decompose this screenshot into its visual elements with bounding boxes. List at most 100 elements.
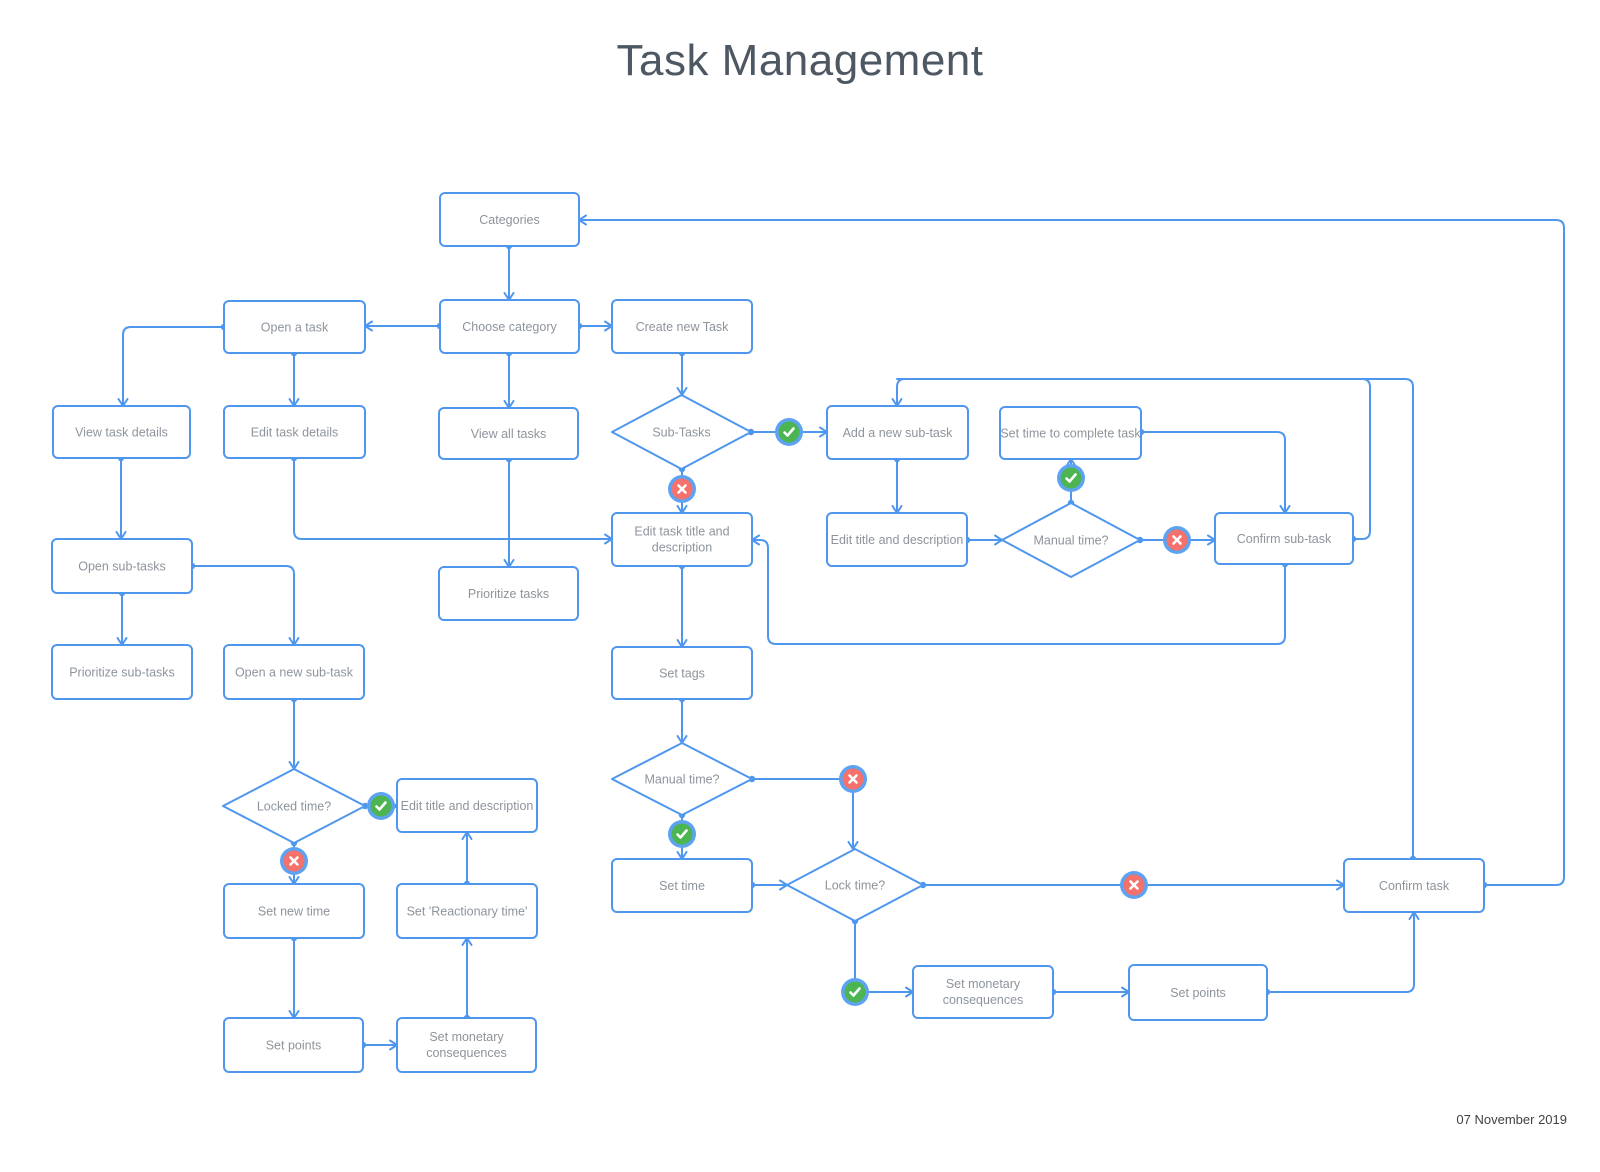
process-box-shape <box>1214 512 1354 565</box>
node-set-points-2: Set points <box>1128 964 1268 1021</box>
process-box-shape <box>999 406 1142 460</box>
node-open-task: Open a task <box>223 300 366 354</box>
edge-view-task-details--open-subtasks <box>115 454 127 540</box>
node-set-tags: Set tags <box>611 646 753 700</box>
node-manual-time-1: Manual time? <box>1001 502 1141 578</box>
edge-edit-title-desc-2--manual-time-1 <box>963 534 1003 546</box>
edge-open-new-subtask--locked-time <box>288 695 300 770</box>
process-box-shape <box>611 646 753 700</box>
node-confirm-task: Confirm task <box>1343 858 1485 913</box>
decision-diamond-shape <box>222 768 366 844</box>
yes-check-badge <box>367 792 395 820</box>
node-prioritize-subtasks: Prioritize sub-tasks <box>51 644 193 700</box>
cross-icon <box>1129 880 1139 890</box>
edge-set-time-complete--confirm-subtask <box>1137 428 1291 514</box>
check-icon <box>783 427 795 437</box>
edge-set-tags--manual-time-2 <box>676 695 688 744</box>
edge-choose-category--open-task <box>364 320 444 332</box>
process-box-shape <box>223 300 366 354</box>
edge-categories--choose-category <box>503 242 515 301</box>
edge-open-subtasks--prioritize-subtasks <box>116 589 128 646</box>
edge-open-subtasks--open-new-subtask <box>188 562 300 646</box>
decision-diamond-shape <box>1001 502 1141 578</box>
process-box-shape <box>396 883 538 939</box>
edge-confirm-task--add-new-subtask <box>896 378 1417 863</box>
process-box-shape <box>826 512 968 567</box>
node-set-reactionary: Set 'Reactionary time' <box>396 883 538 939</box>
process-box-shape <box>912 965 1054 1019</box>
process-box-shape <box>439 299 580 354</box>
node-add-new-subtask: Add a new sub-task <box>826 405 969 460</box>
process-box-shape <box>611 858 753 913</box>
edge-set-monetary-2--set-points-2 <box>1049 986 1130 998</box>
edge-set-points-2--confirm-task <box>1263 911 1420 996</box>
process-box-shape <box>438 407 579 460</box>
node-create-new-task: Create new Task <box>611 299 753 354</box>
no-cross-badge <box>1120 871 1148 899</box>
node-set-time-complete: Set time to complete task <box>999 406 1142 460</box>
check-icon <box>676 829 688 839</box>
check-icon <box>849 987 861 997</box>
no-cross-badge <box>839 765 867 793</box>
yes-check-badge <box>1057 464 1085 492</box>
edge-set-new-time--set-points-1 <box>288 934 300 1019</box>
node-locked-time: Locked time? <box>222 768 366 844</box>
node-lock-time: Lock time? <box>786 848 924 922</box>
cross-icon <box>1172 535 1182 545</box>
edge-set-time--lock-time <box>748 879 788 891</box>
edge-set-points-1--set-monetary-1 <box>359 1039 398 1051</box>
node-manual-time-2: Manual time? <box>611 742 753 816</box>
process-box-shape <box>223 1017 364 1073</box>
process-box-shape <box>611 299 753 354</box>
edge-view-all-tasks--prioritize-tasks <box>503 455 515 568</box>
process-box-shape <box>51 644 193 700</box>
process-box-shape <box>438 566 579 621</box>
node-open-new-subtask: Open a new sub-task <box>223 644 365 700</box>
edge-open-task--view-task-details <box>117 323 228 407</box>
yes-check-badge <box>668 820 696 848</box>
node-edit-title-desc-3: Edit title and description <box>396 778 538 833</box>
cross-icon <box>289 856 299 866</box>
process-box-shape <box>223 883 365 939</box>
cross-icon <box>848 774 858 784</box>
node-edit-title-desc-2: Edit title and description <box>826 512 968 567</box>
process-box-shape <box>396 778 538 833</box>
process-box-shape <box>439 192 580 247</box>
node-prioritize-tasks: Prioritize tasks <box>438 566 579 621</box>
yes-check-badge <box>775 418 803 446</box>
no-cross-badge <box>1163 526 1191 554</box>
process-box-shape <box>826 405 969 460</box>
process-box-shape <box>611 512 753 567</box>
node-choose-category: Choose category <box>439 299 580 354</box>
edge-edit-task-details--edit-task-title-desc <box>290 454 613 545</box>
process-box-shape <box>51 538 193 594</box>
no-cross-badge <box>668 475 696 503</box>
edge-choose-category--view-all-tasks <box>503 349 515 409</box>
node-set-new-time: Set new time <box>223 883 365 939</box>
diagram-title: Task Management <box>616 36 984 85</box>
edge-create-new-task--sub-tasks <box>676 349 688 396</box>
edge-set-monetary-1--set-reactionary <box>461 937 473 1022</box>
decision-diamond-shape <box>611 394 752 470</box>
process-box-shape <box>396 1017 537 1073</box>
process-box-shape <box>223 405 366 459</box>
cross-icon <box>677 484 687 494</box>
process-box-shape <box>223 644 365 700</box>
yes-check-badge <box>841 978 869 1006</box>
check-icon <box>1065 473 1077 483</box>
node-open-subtasks: Open sub-tasks <box>51 538 193 594</box>
badges-layer <box>280 418 1191 1006</box>
node-view-task-details: View task details <box>52 405 191 459</box>
node-view-all-tasks: View all tasks <box>438 407 579 460</box>
node-confirm-subtask: Confirm sub-task <box>1214 512 1354 565</box>
edge-edit-task-title-desc--set-tags <box>676 562 688 648</box>
decision-diamond-shape <box>611 742 753 816</box>
edge-add-new-subtask--edit-title-desc-2 <box>891 455 903 514</box>
node-set-points-1: Set points <box>223 1017 364 1073</box>
check-icon <box>375 801 387 811</box>
